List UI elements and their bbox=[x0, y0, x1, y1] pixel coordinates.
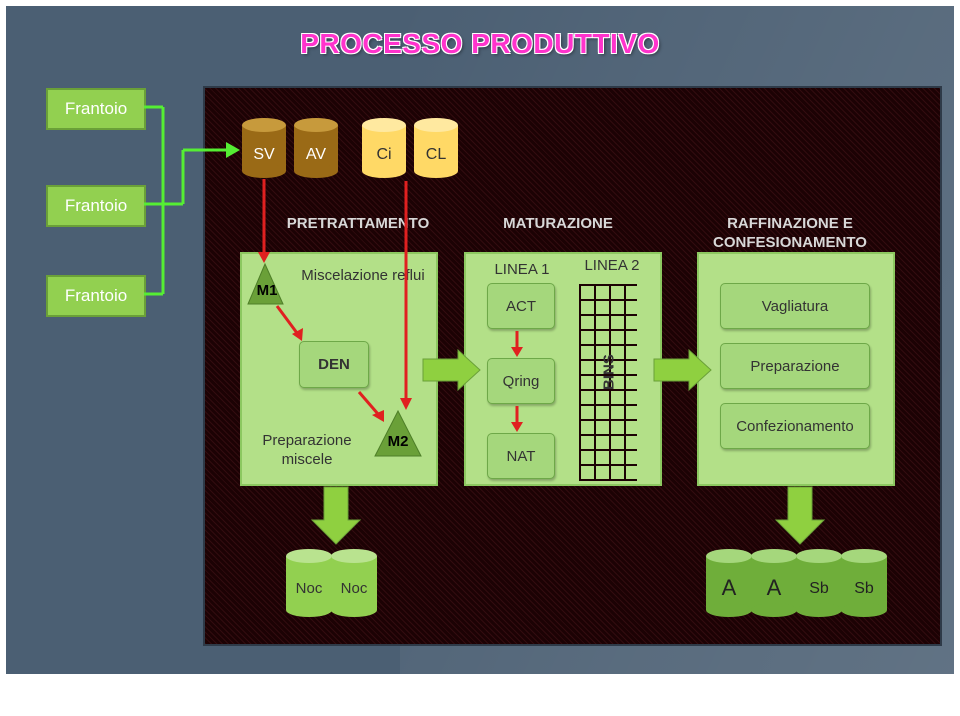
section-title-raffinazione: RAFFINAZIONE E CONFESIONAMENTO bbox=[713, 215, 867, 251]
cylinder-a-1-shape bbox=[706, 549, 752, 617]
arrow-right-2 bbox=[653, 348, 712, 392]
bins-grid bbox=[579, 284, 637, 481]
cylinder-a-2-shape bbox=[751, 549, 797, 617]
cylinder-sb-1-shape bbox=[796, 549, 842, 617]
cylinder-sv-label: SV bbox=[253, 146, 275, 163]
m2-label: M2 bbox=[387, 433, 409, 450]
cylinder-cl-label: CL bbox=[425, 146, 447, 163]
cylinder-ci: Ci bbox=[361, 117, 407, 179]
cylinder-sv: SV bbox=[241, 117, 287, 179]
cylinder-a-2-label: A bbox=[766, 575, 782, 600]
cylinder-sb-2-label: Sb bbox=[854, 580, 874, 597]
cylinder-sb-2: Sb bbox=[840, 548, 888, 618]
miscelazione-label: Miscelazione reflui bbox=[301, 267, 425, 284]
confezionamento-button[interactable]: Confezionamento bbox=[720, 403, 870, 449]
section-title-maturazione: MATURAZIONE bbox=[503, 215, 613, 232]
slide-title: PROCESSO PRODUTTIVO bbox=[300, 28, 660, 59]
den-button[interactable]: DEN bbox=[299, 341, 369, 388]
cylinder-av-shape bbox=[294, 118, 338, 178]
cylinder-noc-1-shape bbox=[286, 549, 332, 617]
m1-triangle bbox=[247, 262, 284, 305]
cylinder-ci-shape bbox=[362, 118, 406, 178]
cylinder-noc-2: Noc bbox=[330, 548, 378, 618]
frantoio-box-3: Frantoio bbox=[46, 275, 146, 317]
section-title-pretrattamento: PRETRATTAMENTO bbox=[286, 215, 430, 232]
cylinder-cl-shape bbox=[414, 118, 458, 178]
linea1-label: LINEA 1 bbox=[494, 261, 550, 278]
cylinder-a-2: A bbox=[750, 548, 798, 618]
arrow-down-1 bbox=[310, 486, 362, 545]
arrow-right-1 bbox=[422, 348, 481, 392]
cylinder-av: AV bbox=[293, 117, 339, 179]
qring-button[interactable]: Qring bbox=[487, 358, 555, 404]
frantoio-box-2: Frantoio bbox=[46, 185, 146, 227]
m2-triangle bbox=[374, 409, 422, 457]
cylinder-noc-1: Noc bbox=[285, 548, 333, 618]
frantoio-box-1: Frantoio bbox=[46, 88, 146, 130]
vagliatura-button[interactable]: Vagliatura bbox=[720, 283, 870, 329]
cylinder-sv-shape bbox=[242, 118, 286, 178]
cylinder-cl: CL bbox=[413, 117, 459, 179]
preparazione-button[interactable]: Preparazione bbox=[720, 343, 870, 389]
cylinder-ci-label: Ci bbox=[376, 146, 392, 163]
cylinder-a-1: A bbox=[705, 548, 753, 618]
cylinder-noc-2-label: Noc bbox=[340, 580, 368, 597]
cylinder-noc-2-shape bbox=[331, 549, 377, 617]
preparazione-miscele-label: Preparazione miscele bbox=[262, 432, 352, 468]
cylinder-sb-2-shape bbox=[841, 549, 887, 617]
arrow-down-2 bbox=[774, 486, 826, 545]
cylinder-sb-1-label: Sb bbox=[809, 580, 829, 597]
cylinder-a-1-label: A bbox=[721, 575, 737, 600]
act-button[interactable]: ACT bbox=[487, 283, 555, 329]
cylinder-noc-1-label: Noc bbox=[295, 580, 323, 597]
cylinder-sb-1: Sb bbox=[795, 548, 843, 618]
cylinder-av-label: AV bbox=[305, 146, 327, 163]
nat-button[interactable]: NAT bbox=[487, 433, 555, 479]
m1-label: M1 bbox=[256, 282, 278, 299]
linea2-label: LINEA 2 bbox=[584, 257, 640, 274]
